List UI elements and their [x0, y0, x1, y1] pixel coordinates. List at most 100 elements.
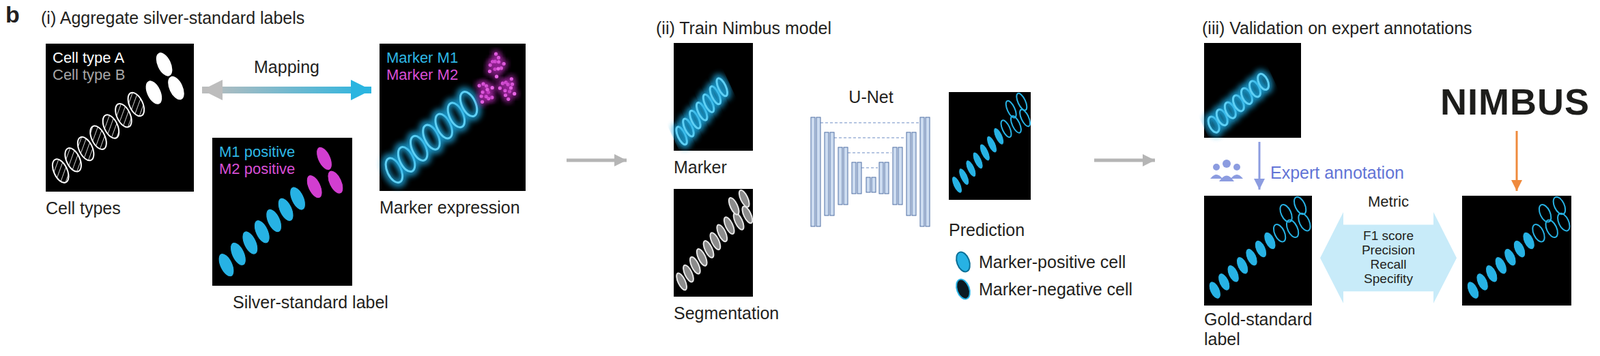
- people-icon: [1210, 159, 1244, 182]
- cell: [1014, 92, 1029, 112]
- image-label: Marker M2: [386, 66, 519, 84]
- layer-bar: [810, 117, 816, 227]
- marker-dot-glow: [507, 84, 514, 92]
- cell: [152, 50, 176, 80]
- image-label: M2 positive: [219, 160, 346, 178]
- orange-arrow: [1516, 131, 1519, 192]
- legend: Marker-positive cellMarker-negative cell: [954, 248, 1133, 304]
- layer-bar: [851, 162, 856, 194]
- marker-dot: [512, 92, 517, 96]
- image-ground: [212, 137, 353, 287]
- layer-bar: [830, 132, 835, 216]
- logo-text: NIMBUS: [1440, 81, 1593, 123]
- gold-label-image: Gold-standard label: [1204, 195, 1312, 306]
- cell-type-image: Cell type ACell type BCell types: [45, 43, 194, 192]
- layer-bar: [911, 132, 917, 216]
- marker-dot: [496, 60, 501, 64]
- cell-sample: [954, 277, 973, 302]
- layer-bar: [925, 117, 930, 227]
- cell: [739, 205, 755, 226]
- skip-connection: [847, 152, 892, 154]
- cell: [1261, 230, 1278, 252]
- cell: [1520, 230, 1538, 252]
- caption: Silver-standard label: [232, 292, 389, 313]
- cell: [456, 89, 481, 119]
- layer-bar: [879, 162, 884, 194]
- layer-bar: [898, 147, 903, 205]
- marker-dot: [498, 86, 502, 91]
- layer-bar: [892, 147, 897, 205]
- legend-item: Marker-negative cell: [954, 275, 1133, 304]
- marker-dot-glow: [511, 90, 519, 97]
- layer-bar: [884, 162, 889, 194]
- metric-title: Metric: [1320, 193, 1457, 211]
- unet-drawing: [810, 117, 930, 227]
- cell: [713, 75, 731, 99]
- layer-bar: [816, 117, 821, 227]
- legend-swatch: [954, 250, 973, 274]
- cell: [124, 90, 148, 119]
- marker-dot: [494, 75, 499, 79]
- image-ground: [45, 43, 194, 192]
- cell: [1270, 222, 1288, 244]
- legend-item: Marker-positive cell: [954, 248, 1133, 276]
- skip-connection: [861, 167, 878, 169]
- tissue-image: [1462, 195, 1573, 306]
- cell: [1004, 99, 1019, 120]
- caption: Segmentation: [673, 303, 779, 324]
- layer-bar: [843, 147, 848, 205]
- layer-bar: [920, 117, 925, 227]
- image-ground: [673, 189, 753, 297]
- prediction-image: Prediction: [948, 92, 1031, 200]
- layer-bar: [866, 177, 871, 193]
- caption: Marker: [673, 157, 727, 178]
- cell: [1550, 195, 1568, 217]
- cell: [142, 78, 166, 108]
- marker-dot: [509, 77, 514, 81]
- cell: [164, 73, 188, 103]
- cell: [1017, 107, 1033, 128]
- unet-model: U-Net: [808, 87, 934, 229]
- cell: [714, 77, 730, 98]
- tissue-image: [379, 43, 526, 192]
- marker-dot: [484, 94, 489, 99]
- cell: [1254, 71, 1272, 93]
- cell: [324, 167, 347, 196]
- image-ground: [379, 43, 526, 192]
- panel-heading: (ii) Train Nimbus model: [655, 18, 832, 39]
- panel-heading: (iii) Validation on expert annotations: [1202, 18, 1473, 39]
- skip-connection: [820, 122, 919, 124]
- panel-heading: (i) Aggregate silver-standard labels: [40, 8, 305, 28]
- cell: [726, 196, 742, 217]
- marker-dot: [496, 66, 500, 71]
- image-ground: [1462, 195, 1572, 306]
- cell: [1530, 222, 1548, 244]
- metric-arrow: Metric F1 score Precision Recall Specifit…: [1320, 191, 1457, 306]
- layer-bar: [906, 132, 911, 216]
- segmentation-image: Segmentation: [673, 189, 753, 297]
- metric-list: F1 score Precision Recall Specifity: [1350, 229, 1426, 287]
- marker-dot-glow: [492, 73, 500, 80]
- marker-dot-glow: [494, 65, 502, 73]
- marker-dot: [480, 90, 484, 94]
- legend-text: Marker-negative cell: [978, 279, 1133, 300]
- cell: [1536, 202, 1554, 224]
- cell: [1296, 211, 1313, 233]
- image-ground: [1204, 195, 1312, 306]
- cell: [991, 126, 1007, 147]
- legend-swatch: [954, 277, 973, 302]
- cell: [455, 88, 482, 121]
- image-ground: [673, 43, 753, 151]
- tissue-image: [948, 92, 1033, 200]
- skip-connection: [834, 137, 906, 139]
- panel-letter: b: [5, 1, 20, 28]
- image-label: Cell type B: [52, 66, 188, 84]
- cell: [1554, 211, 1573, 233]
- marker-image: Marker M1Marker M2Marker expression: [379, 43, 526, 192]
- marker-dot: [503, 88, 507, 93]
- image-label: M1 positive: [219, 143, 346, 161]
- silver-label-image: M1 positiveM2 positiveSilver-standard la…: [212, 137, 353, 287]
- marker-image: Marker: [673, 43, 753, 151]
- legend-text: Marker-positive cell: [978, 252, 1126, 273]
- layer-bar: [824, 132, 829, 216]
